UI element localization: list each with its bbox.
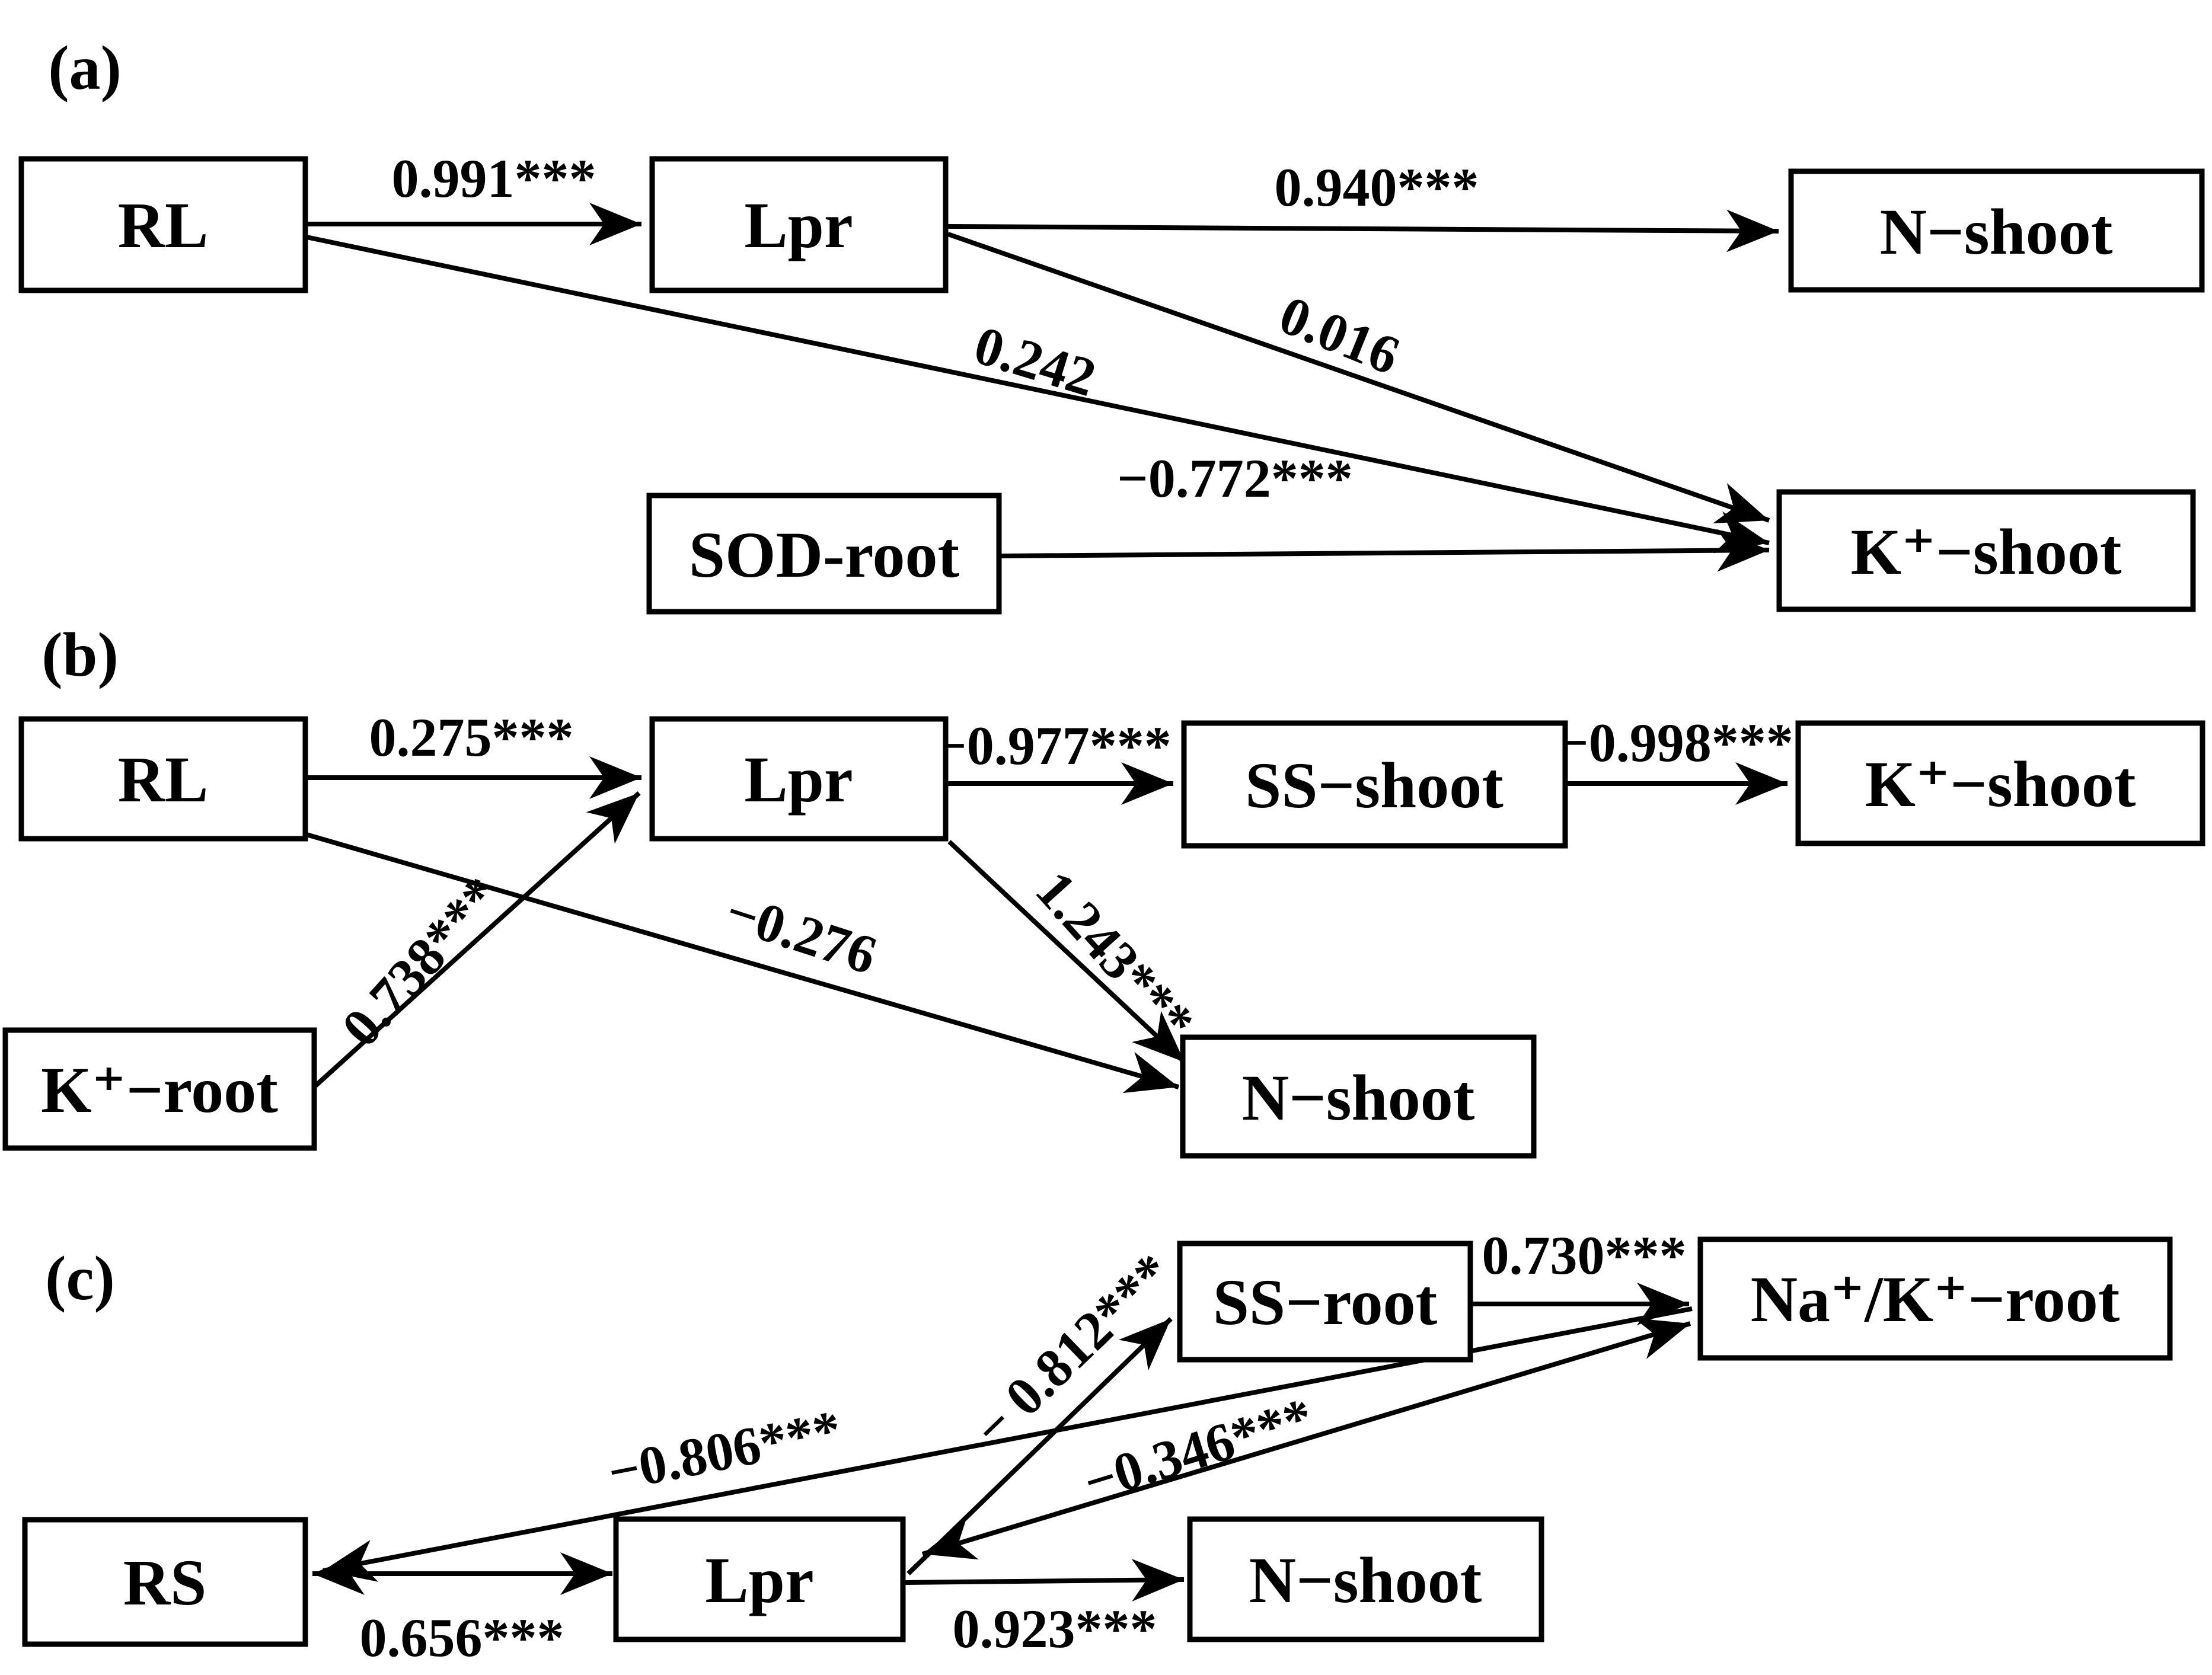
node-c-na-k-root-label: Na⁺/K⁺−root — [1751, 1263, 2120, 1335]
edge-label-b-lpr-ss-shoot: −0.977*** — [936, 715, 1171, 776]
node-c-n-shoot: N−shoot — [1187, 1516, 1544, 1642]
arrow-a-sod-root-to-k-shoot — [1001, 529, 1770, 572]
node-a-k-shoot-label: K⁺−shoot — [1851, 516, 2122, 588]
arrow-b-lpr-to-n-shoot — [947, 840, 1186, 1064]
node-a-k-shoot: K⁺−shoot — [1776, 489, 2196, 612]
node-b-rl-label: RL — [118, 743, 209, 816]
arrow-a-rl-to-k-shoot — [306, 235, 1770, 554]
arrow-a-lpr-to-k-shoot — [947, 232, 1770, 524]
node-a-n-shoot: N−shoot — [1788, 168, 2205, 293]
panel-c-label: (c) — [45, 1244, 115, 1313]
edge-label-c-lpr-n-shoot: 0.923*** — [953, 1599, 1157, 1659]
node-b-lpr-label: Lpr — [744, 743, 853, 816]
node-c-ss-root-label: SS−root — [1213, 1266, 1438, 1338]
arrow-b-k-root-to-lpr — [314, 791, 641, 1088]
node-c-ss-root: SS−root — [1177, 1241, 1473, 1363]
panel-c: (c) 0.656*** 0.923*** − 0.812*** 0.730**… — [22, 1225, 2173, 1668]
edge-label-c-na-k-root-rs: −0.806*** — [603, 1399, 846, 1503]
panel-a-label: (a) — [48, 33, 122, 103]
edge-label-b-ss-shoot-k-shoot: −0.998*** — [1557, 712, 1793, 773]
node-b-n-shoot: N−shoot — [1180, 1034, 1537, 1159]
node-b-k-shoot-label: K⁺−shoot — [1865, 748, 2136, 820]
node-b-k-root: K⁺−root — [2, 1027, 317, 1151]
edge-label-a-rl-lpr: 0.991*** — [392, 148, 596, 209]
edge-label-b-lpr-n-shoot: 1.243*** — [1024, 859, 1206, 1052]
node-b-k-root-label: K⁺−root — [41, 1054, 278, 1126]
edge-label-a-lpr-n-shoot: 0.940*** — [1275, 157, 1479, 218]
node-b-n-shoot-label: N−shoot — [1242, 1062, 1475, 1134]
panel-a: (a) 0.991*** 0.940*** 0.016 0.242 −0.772… — [18, 33, 2205, 615]
node-c-na-k-root: Na⁺/K⁺−root — [1697, 1236, 2173, 1361]
node-c-n-shoot-label: N−shoot — [1249, 1544, 1482, 1616]
node-c-rs-label: RS — [123, 1546, 207, 1619]
node-a-sod-root-label: SOD-root — [689, 519, 960, 591]
panel-b-label: (b) — [42, 620, 119, 689]
node-b-rl: RL — [18, 716, 308, 842]
node-a-lpr-label: Lpr — [744, 189, 853, 261]
edge-label-a-sod-root-k-shoot: −0.772*** — [1117, 448, 1352, 509]
panel-b: (b) 0.275*** −0.977*** −0.998*** 0.738**… — [2, 620, 2205, 1159]
edge-label-b-rl-n-shoot: −0.276 — [719, 881, 883, 986]
node-a-rl-label: RL — [118, 189, 209, 261]
node-a-n-shoot-label: N−shoot — [1880, 196, 2113, 268]
node-c-lpr-label: Lpr — [705, 1544, 813, 1616]
edge-label-b-k-root-lpr: 0.738*** — [330, 865, 512, 1058]
edge-label-c-rs-lpr: 0.656*** — [360, 1607, 564, 1668]
arrow-b-rl-to-n-shoot — [305, 832, 1180, 1094]
edge-label-a-rl-k-shoot: 0.242 — [968, 314, 1103, 408]
arrow-c-lpr-to-n-shoot — [905, 1558, 1185, 1602]
edge-label-c-ss-root-na-k-root: 0.730*** — [1482, 1225, 1687, 1286]
node-c-rs: RS — [22, 1517, 308, 1647]
arrow-a-lpr-to-n-shoot — [947, 209, 1779, 252]
node-b-k-shoot: K⁺−shoot — [1795, 720, 2205, 846]
node-b-ss-shoot-label: SS−shoot — [1245, 749, 1504, 821]
node-a-lpr: Lpr — [649, 156, 949, 293]
node-a-rl: RL — [18, 156, 308, 293]
edge-label-b-rl-lpr: 0.275*** — [369, 707, 574, 768]
node-c-lpr: Lpr — [613, 1516, 906, 1642]
node-b-ss-shoot: SS−shoot — [1181, 720, 1568, 849]
node-a-sod-root: SOD-root — [646, 493, 1002, 615]
node-b-lpr: Lpr — [649, 716, 949, 842]
arrow-c-na-k-root-lpr — [921, 1318, 1691, 1560]
